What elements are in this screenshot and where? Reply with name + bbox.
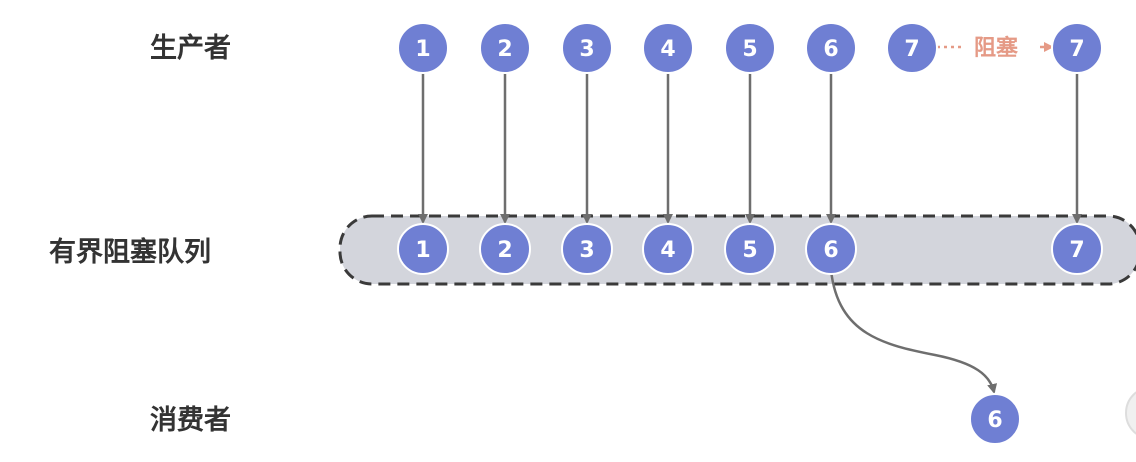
producer-label: 生产者 [150,33,231,64]
blocked-producer-item: 7 [886,22,938,74]
queue-item-4-number: 4 [660,238,675,263]
queue-item-3: 3 [561,223,613,275]
producer-item-5-circle [724,22,776,74]
queue-label: 有界阻塞队列 [49,236,211,268]
producer-item-7-number: 7 [1069,37,1084,62]
queue-item-2-circle [479,223,531,275]
queue-item-7-number: 7 [1069,238,1084,263]
consumer-items: 6 [969,393,1021,445]
queue-item-7-circle [1051,223,1103,275]
blocked-producer-item-number: 7 [904,37,919,62]
producer-item-7: 7 [1051,22,1103,74]
producer-item-5-number: 5 [742,37,757,62]
enqueue-arrows [418,73,1082,224]
queue-items: 1 2 3 4 5 6 7 [397,223,1103,275]
queue-item-6-number: 6 [823,238,838,263]
producer-item-2-circle [479,22,531,74]
queue-item-3-circle [561,223,613,275]
queue-item-1-circle [397,223,449,275]
consumer-item-number: 6 [987,408,1002,433]
queue-item-5-circle [724,223,776,275]
producer-items: 1 2 3 4 5 6 7 7 [397,22,1103,74]
producer-item-4-circle [642,22,694,74]
producer-item-2: 2 [479,22,531,74]
producer-item-4-number: 4 [660,37,675,62]
producer-item-3-circle [561,22,613,74]
queue-item-6-circle [805,223,857,275]
producer-item-1-circle [397,22,449,74]
queue-item-3-number: 3 [579,238,594,263]
producer-item-3-number: 3 [579,37,594,62]
producer-item-6-number: 6 [823,37,838,62]
producer-item-4: 4 [642,22,694,74]
queue-item-4: 4 [642,223,694,275]
producer-item-6: 6 [805,22,857,74]
queue-item-4-circle [642,223,694,275]
queue-item-5: 5 [724,223,776,275]
queue-item-5-number: 5 [742,238,757,263]
dequeue-arrow [829,269,998,394]
blocked-text: 阻塞 [974,35,1019,61]
blocked-indicator: 阻塞 [937,35,1054,61]
producer-item-7-circle [1051,22,1103,74]
queue-item-7: 7 [1051,223,1103,275]
consumer-item: 6 [969,393,1021,445]
blocked-producer-item-circle [886,22,938,74]
queue-item-2-number: 2 [497,238,512,263]
producer-item-6-circle [805,22,857,74]
producer-item-5: 5 [724,22,776,74]
producer-item-2-number: 2 [497,37,512,62]
queue-item-2: 2 [479,223,531,275]
producer-item-3: 3 [561,22,613,74]
edge-circle [1125,391,1136,435]
consumer-label: 消费者 [150,405,231,436]
queue-item-6: 6 [805,223,857,275]
queue-item-1: 1 [397,223,449,275]
queue-item-1-number: 1 [415,238,430,263]
consumer-item-circle [969,393,1021,445]
producer-item-1-number: 1 [415,37,430,62]
producer-item-1: 1 [397,22,449,74]
